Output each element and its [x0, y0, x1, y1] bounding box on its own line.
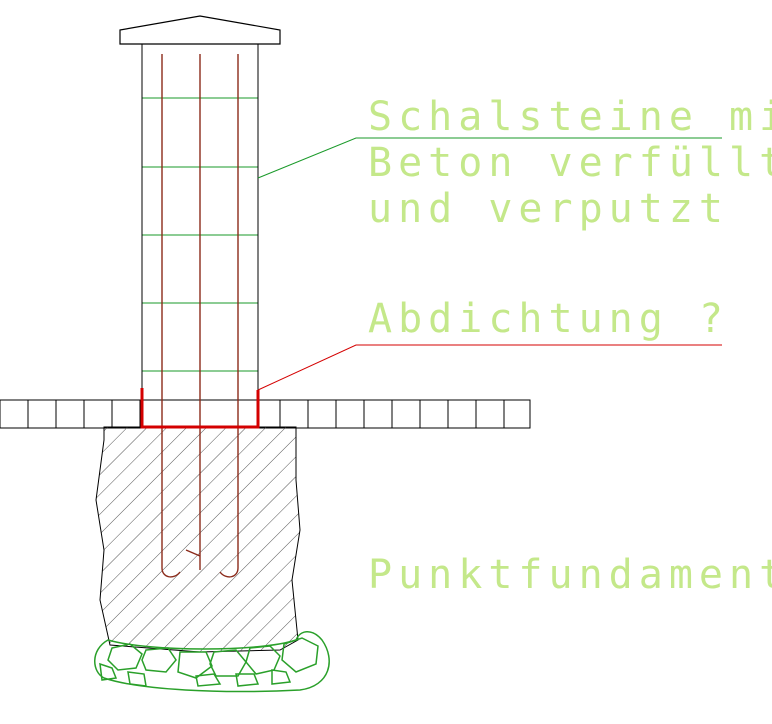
paving-dividers [27, 400, 505, 428]
label-masonry-line1: Schalsteine mit [368, 94, 772, 140]
sealing-layer [140, 388, 260, 429]
post-column [119, 15, 281, 428]
paving-row [0, 399, 531, 429]
leader-masonry [257, 137, 722, 179]
label-masonry-line3: und verputzt [368, 186, 729, 232]
label-sealing: Abdichtung ? [368, 296, 729, 342]
leader-sealing [257, 344, 722, 391]
label-foundation: Punktfundament [368, 552, 772, 598]
gravel-bed [94, 631, 330, 693]
rebars [161, 54, 239, 578]
leader-lines [257, 137, 722, 391]
foundation-block [95, 426, 301, 653]
label-masonry-line2: Beton verfüllt [368, 140, 772, 186]
